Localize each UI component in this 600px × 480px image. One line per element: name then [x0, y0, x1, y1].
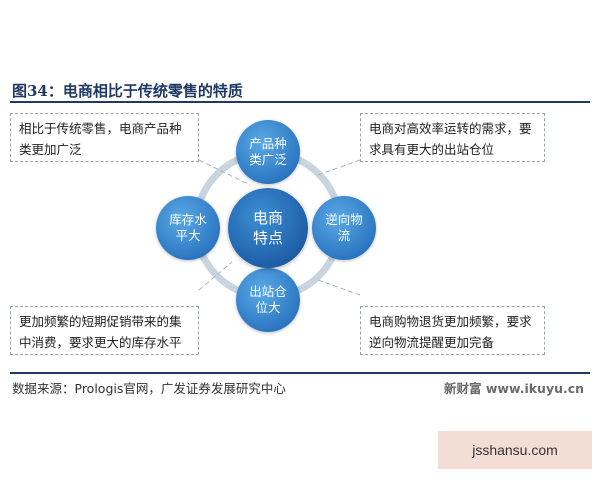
node-reverse-logistics: 逆向物流: [312, 196, 376, 260]
callout-bottom-right-text: 电商购物退货更加频繁，要求逆向物流提醒更加完备: [369, 314, 532, 350]
connector-bottom-right: [317, 279, 361, 296]
callout-top-left: 相比于传统零售，电商产品种类更加广泛: [10, 113, 199, 162]
callout-bottom-left-text: 更加频繁的短期促销带来的集中消费，要求更大的库存水平: [19, 314, 182, 350]
node-inventory-level: 库存水平大: [156, 196, 220, 260]
callout-bottom-left: 更加频繁的短期促销带来的集中消费，要求更大的库存水平: [10, 306, 199, 355]
node-ecommerce-features-label: 电商特点: [252, 209, 283, 247]
figure-title: 图34：电商相比于传统零售的特质: [12, 82, 243, 100]
brand-watermark: 新财富 www.ikuyu.cn: [444, 381, 585, 396]
node-outbound-capacity: 出站仓位大: [236, 268, 300, 332]
callout-top-right: 电商对高效率运转的需求，要求具有更大的出站仓位: [360, 113, 545, 162]
site-watermark: jsshansu.com: [438, 431, 592, 469]
node-outbound-capacity-label: 出站仓位大: [249, 284, 287, 315]
node-inventory-level-label: 库存水平大: [169, 212, 207, 243]
callout-top-right-text: 电商对高效率运转的需求，要求具有更大的出站仓位: [369, 121, 532, 157]
callout-bottom-right: 电商购物退货更加频繁，要求逆向物流提醒更加完备: [360, 306, 545, 355]
footer-rule: [10, 372, 590, 374]
connector-top-right: [317, 159, 361, 176]
connector-top-left: [198, 159, 251, 186]
node-reverse-logistics-label: 逆向物流: [325, 212, 363, 243]
node-product-variety-label: 产品种类广泛: [249, 136, 287, 167]
title-rule: [10, 101, 590, 103]
source-note: 数据来源：Prologis官网，广发证券发展研究中心: [12, 381, 286, 396]
connector-bottom-left: [198, 261, 233, 291]
callout-top-left-text: 相比于传统零售，电商产品种类更加广泛: [19, 121, 182, 157]
node-product-variety: 产品种类广泛: [236, 120, 300, 184]
node-ecommerce-features: 电商特点: [228, 188, 308, 268]
